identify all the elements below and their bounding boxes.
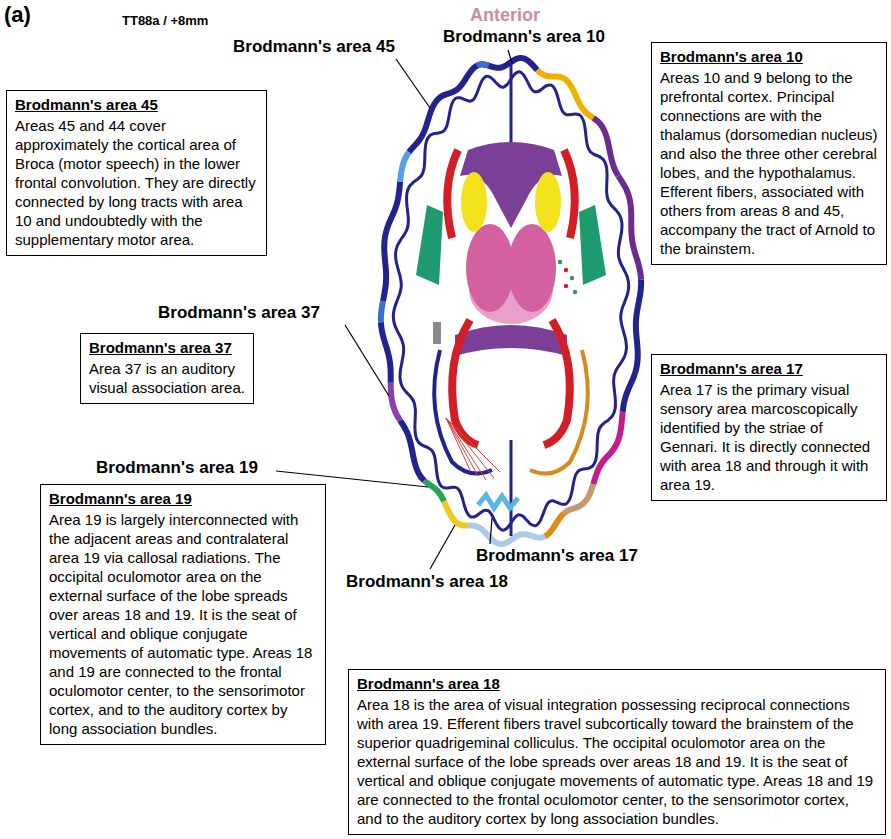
posterior-horn	[452, 320, 478, 445]
cortex-outline	[383, 182, 400, 302]
cortex-outline	[424, 481, 444, 502]
thalamus	[466, 224, 514, 312]
putamen	[535, 172, 561, 232]
area-label: Brodmann's area 19	[96, 458, 258, 478]
putamen	[461, 172, 487, 232]
box-heading: Brodmann's area 18	[357, 674, 877, 693]
thalamus	[508, 224, 556, 312]
occipital-gyrus	[530, 350, 588, 474]
area-label: Brodmann's area 37	[158, 303, 320, 323]
description-box: Brodmann's area 45 Areas 45 and 44 cover …	[6, 90, 267, 256]
cortex-outline	[545, 513, 564, 536]
area-label: Brodmann's area 17	[476, 546, 638, 566]
area-label: Brodmann's area 18	[346, 572, 508, 592]
cortex-outline	[400, 421, 424, 481]
posterior-horn	[544, 320, 570, 445]
leader-line	[345, 325, 389, 396]
cortex-outline	[623, 280, 641, 412]
box-body: Area 37 is an auditory visual associatio…	[89, 359, 245, 397]
nucleus-dot	[564, 268, 568, 272]
description-box: Brodmann's area 18 Area 18 is the area of…	[348, 669, 886, 835]
description-box: Brodmann's area 17 Area 17 is the primary…	[651, 354, 887, 501]
box-heading: Brodmann's area 37	[89, 338, 245, 357]
insula	[416, 205, 443, 285]
optic-radiation	[446, 418, 494, 478]
nucleus-dot	[570, 276, 574, 280]
box-heading: Brodmann's area 19	[49, 489, 317, 508]
box-heading: Brodmann's area 45	[15, 95, 258, 114]
figure-label: TT88a / +8mm	[122, 14, 208, 29]
leader-line	[490, 518, 492, 544]
box-body: Area 17 is the primary visual sensory ar…	[660, 380, 878, 494]
box-body: Areas 45 and 44 cover approximately the …	[15, 116, 258, 249]
cortex-outline	[477, 58, 537, 70]
optic-radiation	[446, 418, 486, 480]
leader-line	[430, 525, 455, 569]
description-box: Brodmann's area 19 Area 19 is largely int…	[40, 484, 326, 745]
optic-radiation	[446, 418, 500, 472]
box-body: Area 18 is the area of visual integratio…	[357, 695, 877, 828]
cortex-outline	[564, 484, 593, 513]
nucleus-dot	[573, 290, 577, 294]
cortex-outline	[593, 118, 618, 176]
cortex-outline	[381, 322, 391, 382]
figure-label: Anterior	[470, 5, 540, 26]
leader-line	[396, 59, 430, 108]
description-box: Brodmann's area 10 Areas 10 and 9 belong …	[651, 42, 887, 265]
area-17-patch	[478, 495, 518, 508]
cortex-outline	[391, 383, 400, 421]
area-label: Brodmann's area 45	[233, 37, 395, 57]
figure-label: (a)	[4, 2, 31, 27]
small-structure	[433, 322, 441, 344]
cortex-outline	[400, 152, 409, 181]
cortex-outline	[381, 301, 383, 322]
box-body: Area 19 is largely interconnected with t…	[49, 510, 317, 738]
nucleus-dot	[558, 260, 562, 264]
capsule	[564, 150, 575, 238]
cortex-outline	[467, 526, 545, 544]
insula	[579, 205, 606, 285]
nucleus-dot	[564, 284, 568, 288]
cortex-outline	[409, 66, 477, 153]
box-heading: Brodmann's area 10	[660, 47, 878, 66]
cortex-outline	[618, 176, 641, 280]
capsule	[447, 150, 458, 238]
box-heading: Brodmann's area 17	[660, 359, 878, 378]
area-label: Brodmann's area 10	[443, 27, 605, 47]
optic-radiation	[446, 418, 478, 476]
box-body: Areas 10 and 9 belong to the prefrontal …	[660, 68, 878, 258]
leader-line	[508, 50, 512, 63]
cortex-outline	[537, 70, 593, 118]
cortex-outline	[444, 501, 467, 525]
description-box: Brodmann's area 37 Area 37 is an auditory…	[80, 333, 254, 404]
splenium	[455, 325, 567, 356]
cortex-outline	[593, 412, 622, 484]
cortex-outline	[477, 64, 489, 65]
